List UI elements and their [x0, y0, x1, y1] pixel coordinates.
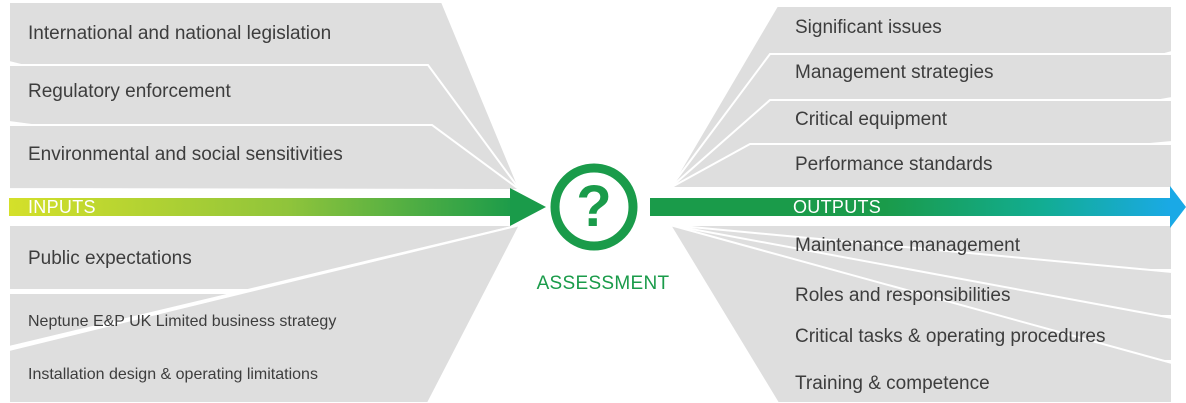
output-item-4: Performance standards: [795, 154, 993, 175]
inputs-label: INPUTS: [28, 197, 96, 217]
output-item-6: Roles and responsibilities: [795, 285, 1011, 306]
output-panel-8: [667, 223, 1173, 403]
input-item-1: International and national legislation: [28, 23, 332, 44]
output-item-8: Training & competence: [795, 373, 990, 394]
output-item-7: Critical tasks & operating procedures: [795, 326, 1106, 347]
inputs-arrow: [9, 188, 546, 226]
input-item-4: Public expectations: [28, 248, 192, 269]
question-mark-icon: ?: [576, 174, 612, 239]
assessment-circle: [550, 163, 638, 251]
output-item-3: Critical equipment: [795, 109, 948, 130]
outputs-label: OUTPUTS: [793, 197, 882, 217]
output-item-2: Management strategies: [795, 62, 994, 83]
output-panels: [667, 5, 1173, 403]
output-item-1: Significant issues: [795, 17, 942, 38]
input-item-3: Environmental and social sensitivities: [28, 144, 343, 165]
assessment-label: ASSESSMENT: [536, 273, 670, 294]
input-item-5: Neptune E&P UK Limited business strategy: [28, 313, 337, 330]
output-item-5: Maintenance management: [795, 235, 1020, 256]
input-item-2: Regulatory enforcement: [28, 81, 231, 102]
input-panels: [8, 1, 524, 403]
output-panel-4: [669, 143, 1173, 189]
input-panel-6: [8, 223, 522, 403]
input-panel-3: [8, 124, 524, 192]
outputs-arrow: [650, 186, 1186, 228]
input-item-6: Installation design & operating limitati…: [28, 366, 318, 383]
